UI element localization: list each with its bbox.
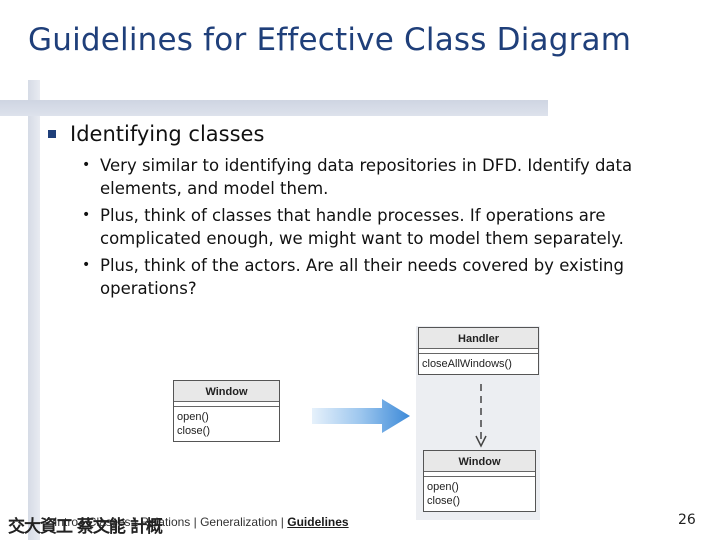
level1-text: Identifying classes (70, 122, 265, 146)
window-class-left: Window open() close() (173, 380, 280, 442)
attributes-compartment (424, 472, 535, 477)
operation: close() (427, 495, 461, 507)
list-item: • Plus, think of classes that handle pro… (82, 204, 692, 250)
handler-class: Handler closeAllWindows() (418, 327, 539, 375)
operation: close() (177, 425, 211, 437)
class-name: Window (424, 451, 535, 472)
dependency-arrow-icon (475, 384, 487, 448)
dot-bullet-icon: • (82, 157, 91, 173)
operation: open() (427, 481, 459, 493)
operation: closeAllWindows() (422, 358, 512, 370)
class-name: Window (174, 381, 279, 402)
attributes-compartment (419, 349, 538, 354)
bullet-text: Plus, think of classes that handle proce… (100, 206, 624, 248)
list-item: • Very similar to identifying data repos… (82, 154, 692, 200)
dot-bullet-icon: • (82, 257, 91, 273)
breadcrumb-trail: Intro | Classes | Relations | Generaliza… (54, 515, 288, 529)
class-name: Handler (419, 328, 538, 349)
bullet-list: • Very similar to identifying data repos… (82, 154, 692, 304)
page-number: 26 (678, 512, 696, 528)
breadcrumb-current[interactable]: Guidelines (287, 515, 349, 529)
decorative-horizontal-bar (0, 100, 548, 116)
right-arrow-icon (312, 399, 410, 433)
operations-compartment: open() close() (424, 477, 535, 511)
footer-breadcrumb: Intro | Classes | Relations | Generaliza… (54, 515, 349, 529)
operations-compartment: closeAllWindows() (419, 354, 538, 374)
attributes-compartment (174, 402, 279, 407)
operations-compartment: open() close() (174, 407, 279, 441)
operation: open() (177, 411, 209, 423)
dot-bullet-icon: • (82, 207, 91, 223)
window-class-right: Window open() close() (423, 450, 536, 512)
footer-logo: 交大資工 蔡文能 計概 (8, 517, 163, 537)
level1-bullet: Identifying classes (48, 122, 264, 146)
decorative-vertical-bar (28, 80, 40, 540)
bullet-text: Plus, think of the actors. Are all their… (100, 256, 624, 298)
list-item: • Plus, think of the actors. Are all the… (82, 254, 692, 300)
slide-title: Guidelines for Effective Class Diagram (28, 22, 632, 58)
bullet-text: Very similar to identifying data reposit… (100, 156, 633, 198)
square-bullet-icon (48, 130, 56, 138)
